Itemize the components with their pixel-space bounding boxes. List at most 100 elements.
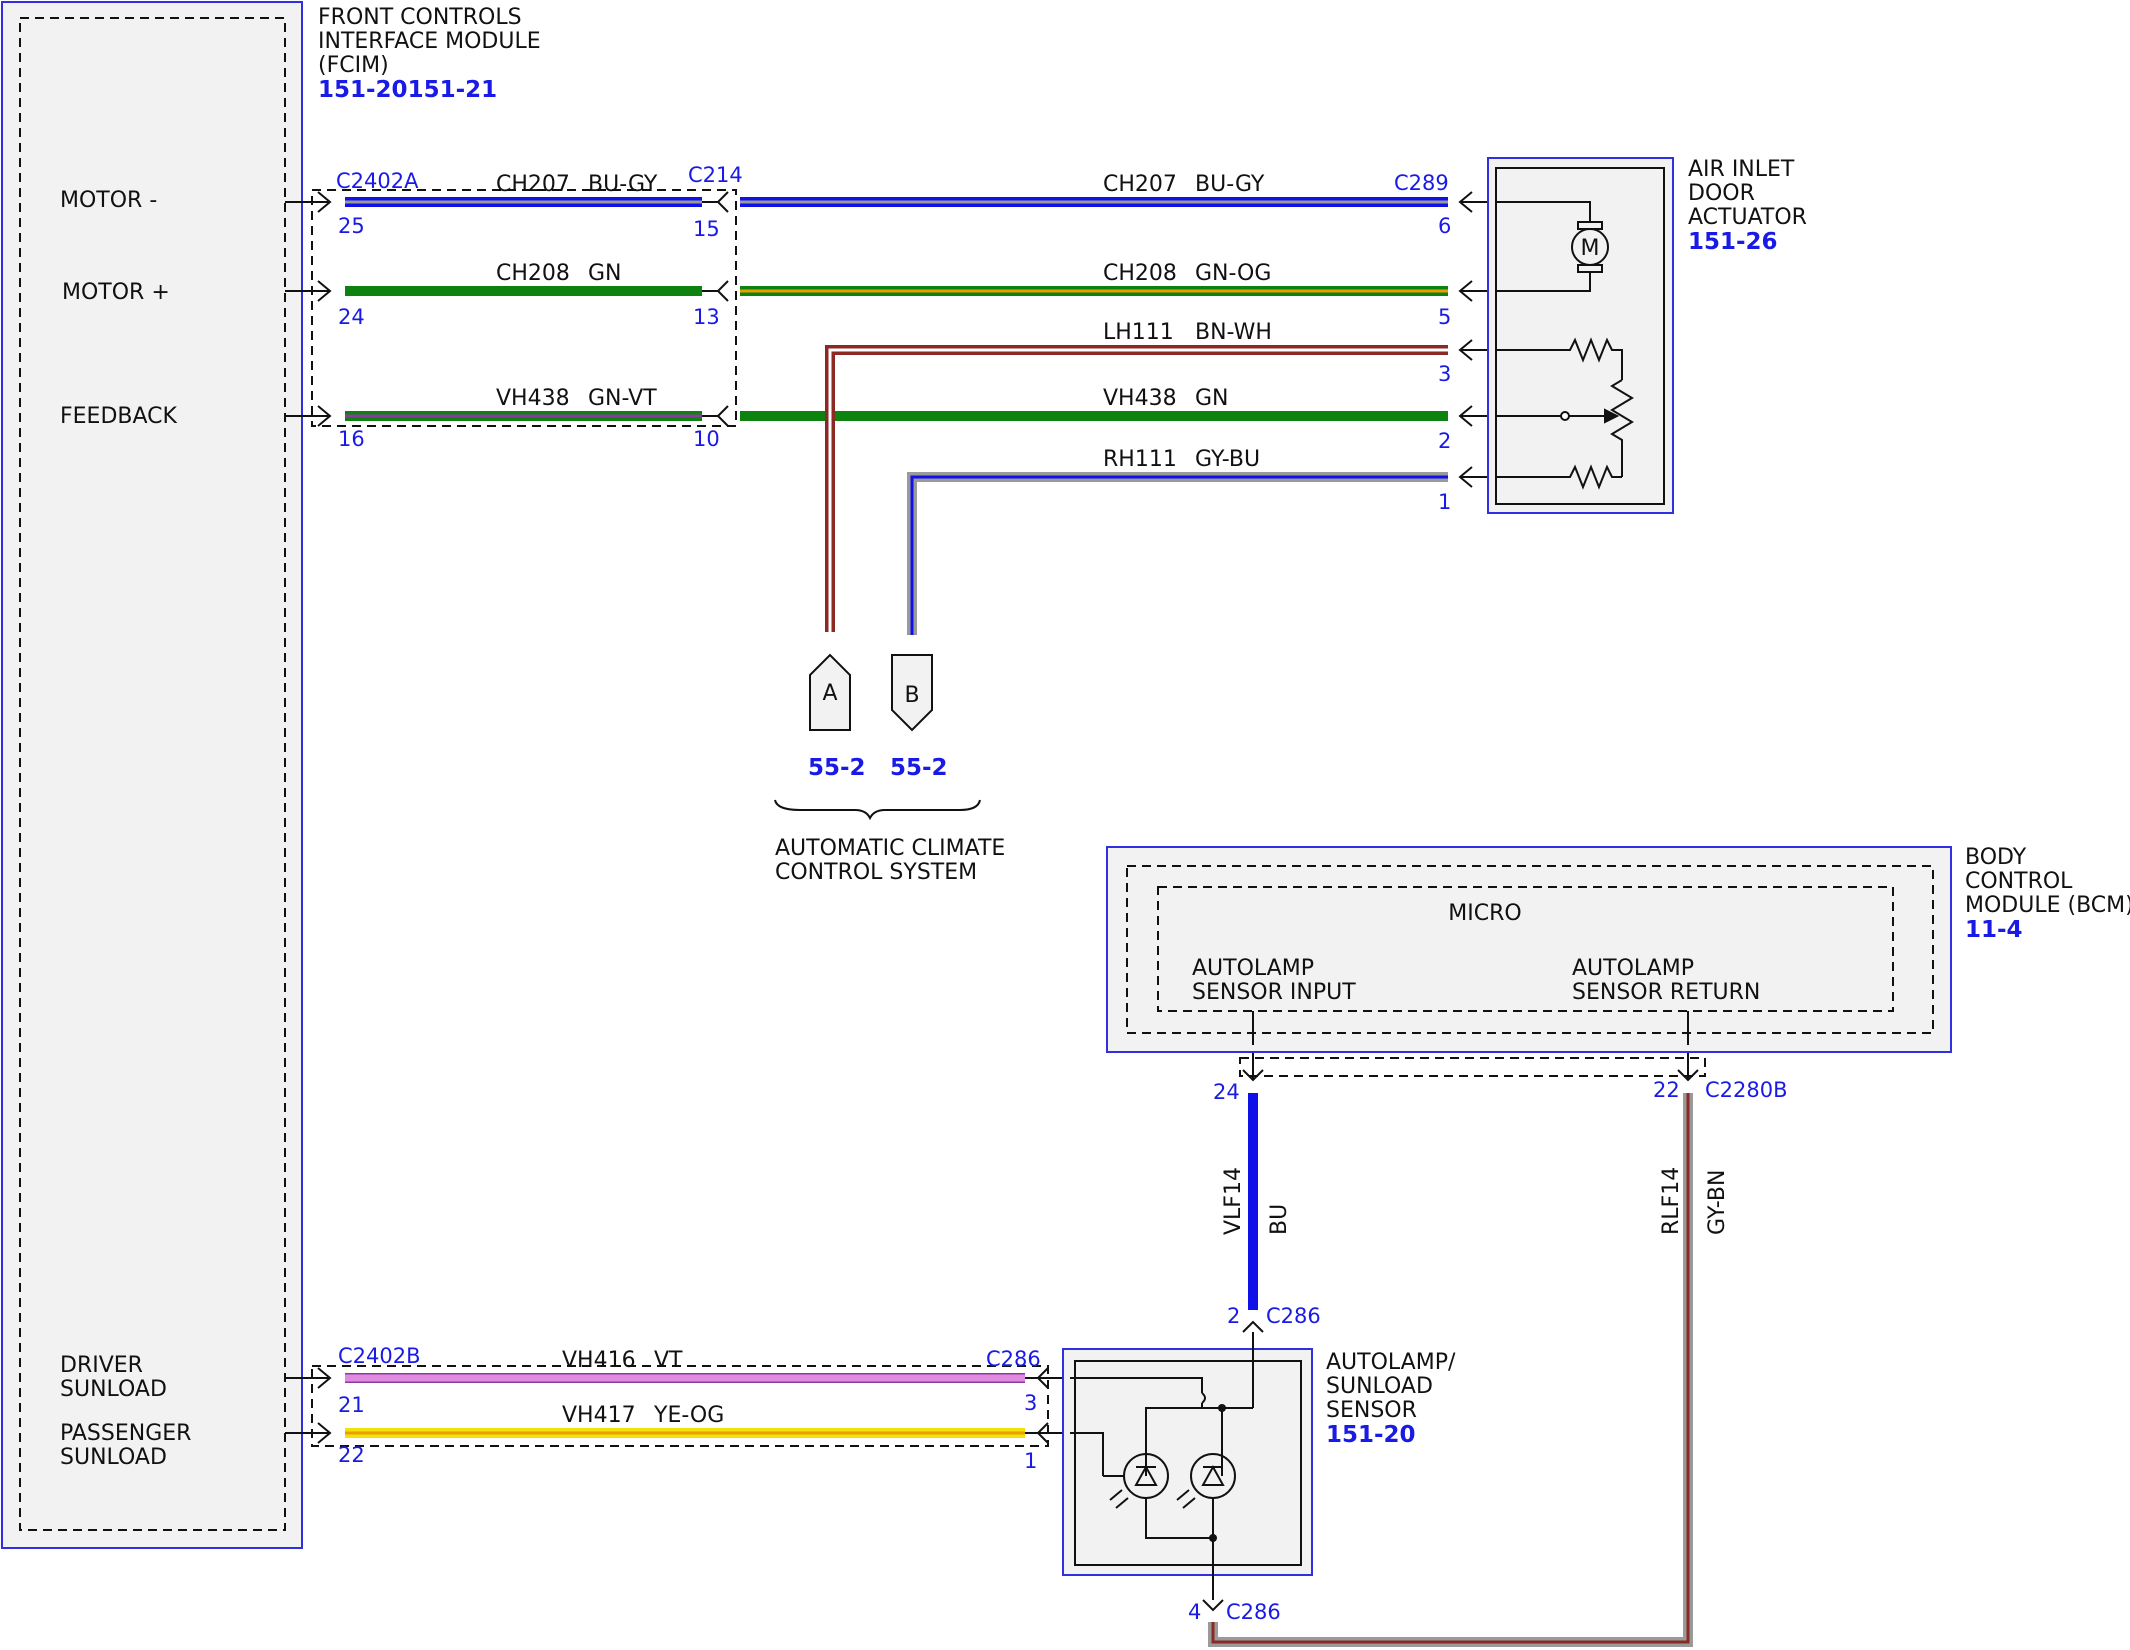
bcm-return-line-1: AUTOLAMP: [1572, 956, 1694, 981]
connector-c2402b[interactable]: C2402B: [338, 1344, 421, 1368]
pin-2-c289: 2: [1438, 429, 1451, 453]
connector-c286-bottom[interactable]: C286: [1226, 1600, 1281, 1624]
acc-ref-b[interactable]: 55-2: [890, 755, 948, 781]
light-rays-icon: [1109, 1489, 1196, 1509]
pin-3-c289: 3: [1438, 362, 1451, 386]
circuit-ch208-left-color: GN: [588, 261, 622, 286]
pin-label-motor-plus: MOTOR +: [62, 280, 170, 305]
flag-a-label: A: [822, 681, 837, 706]
actuator-module: [1487, 157, 1674, 514]
circuit-lh111-color: BN-WH: [1195, 320, 1272, 345]
circuit-rlf14-color: GY-BN: [1705, 1170, 1730, 1235]
pin-2-c286: 2: [1227, 1304, 1240, 1328]
pin-6: 6: [1438, 214, 1451, 238]
pin-3-c286: 3: [1024, 1391, 1037, 1415]
pin-22-bcm: 22: [1653, 1078, 1680, 1102]
bcm-return-line-2: SENSOR RETURN: [1572, 980, 1760, 1005]
pin-1-c289: 1: [1438, 490, 1451, 514]
circuit-rlf14-id: RLF14: [1659, 1167, 1684, 1235]
bcm-input-line-1: AUTOLAMP: [1192, 956, 1314, 981]
sensor-name-line-2: SUNLOAD: [1326, 1374, 1433, 1399]
bcm-name-line-2: CONTROL: [1965, 869, 2073, 894]
connector-c2280b[interactable]: C2280B: [1705, 1078, 1788, 1102]
connector-c286-right[interactable]: C286: [986, 1347, 1041, 1371]
circuit-vh417-id: VH417: [562, 1403, 636, 1428]
circuit-ch207-left-color: BU-GY: [588, 172, 658, 197]
fcim-name-line-3: (FCIM): [318, 53, 389, 78]
pin-16: 16: [338, 427, 365, 451]
bcm-micro-label: MICRO: [1448, 901, 1521, 926]
circuit-vh438-right-color: GN: [1195, 386, 1229, 411]
wire-rlf14[interactable]: [1208, 1093, 1693, 1647]
sensor-name-line-1: AUTOLAMP/: [1326, 1350, 1456, 1375]
sensor-circuit: [1070, 1332, 1254, 1600]
pin-24-c2402a: 24: [338, 305, 365, 329]
wire-rh111[interactable]: [907, 472, 1448, 635]
circuit-ch207-right-id: CH207: [1103, 172, 1177, 197]
circuit-ch208-left-id: CH208: [496, 261, 570, 286]
bcm-ref[interactable]: 11-4: [1965, 917, 2023, 943]
sensor-ref[interactable]: 151-20: [1326, 1422, 1416, 1448]
pin-24-bcm: 24: [1213, 1080, 1240, 1104]
sensor-module: [1062, 1348, 1313, 1576]
fcim-name-line-2: INTERFACE MODULE: [318, 29, 541, 54]
circuit-ch208-right-id: CH208: [1103, 261, 1177, 286]
circuit-ch208-right-color: GN-OG: [1195, 261, 1271, 286]
pin-4-c286: 4: [1188, 1600, 1201, 1624]
pin-label-passenger-sunload-2: SUNLOAD: [60, 1445, 167, 1470]
circuit-vh417-color: YE-OG: [653, 1403, 724, 1428]
pin-label-driver-sunload-1: DRIVER: [60, 1353, 143, 1378]
connector-c286-top[interactable]: C286: [1266, 1304, 1321, 1328]
pin-13: 13: [693, 305, 720, 329]
fcim-name-line-1: FRONT CONTROLS: [318, 5, 522, 30]
fcim-pin-stubs: [285, 201, 330, 1434]
acc-system-line-2: CONTROL SYSTEM: [775, 860, 977, 885]
wire-lh111[interactable]: [825, 345, 1448, 632]
pin-10: 10: [693, 427, 720, 451]
bcm-name-line-1: BODY: [1965, 845, 2027, 870]
circuit-ch207-left-id: CH207: [496, 172, 570, 197]
circuit-vlf14-color: BU: [1267, 1204, 1292, 1235]
bcm-module: [1106, 846, 1952, 1053]
sensor-junction-top: [1218, 1404, 1226, 1412]
bcm-input-line-2: SENSOR INPUT: [1192, 980, 1356, 1005]
pin-22-c2402b: 22: [338, 1443, 365, 1467]
pin-5: 5: [1438, 305, 1451, 329]
motor-letter: M: [1581, 236, 1600, 261]
connector-c2402a[interactable]: C2402A: [336, 169, 419, 193]
bcm-name-line-3: MODULE (BCM): [1965, 893, 2130, 918]
bcm-internal-leads: [1252, 1011, 1689, 1045]
circuit-vh416-color: VT: [654, 1348, 683, 1373]
actuator-name-line-2: DOOR: [1688, 181, 1755, 206]
circuit-vh438-left-color: GN-VT: [588, 386, 657, 411]
circuit-vlf14-id: VLF14: [1221, 1167, 1246, 1235]
actuator-ref[interactable]: 151-26: [1688, 229, 1778, 255]
pin-label-feedback: FEEDBACK: [60, 404, 178, 429]
connector-c214[interactable]: C214: [688, 163, 743, 187]
circuit-ch207-right-color: BU-GY: [1195, 172, 1265, 197]
fcim-module: [1, 1, 303, 1549]
connector-c289[interactable]: C289: [1394, 171, 1449, 195]
flag-a-icon[interactable]: [809, 653, 851, 731]
pin-21: 21: [338, 1393, 365, 1417]
actuator-name-line-3: ACTUATOR: [1688, 205, 1807, 230]
circuit-rh111-color: GY-BU: [1195, 447, 1260, 472]
pin-label-motor-minus: MOTOR -: [60, 188, 157, 213]
pin-label-passenger-sunload-1: PASSENGER: [60, 1421, 191, 1446]
acc-brace: [774, 799, 981, 821]
flag-b-label: B: [904, 683, 919, 708]
flag-b-icon[interactable]: [891, 654, 933, 732]
potentiometer-icon: [1495, 337, 1634, 490]
acc-system-line-1: AUTOMATIC CLIMATE: [775, 836, 1005, 861]
sensor-junction-bottom: [1209, 1534, 1217, 1542]
motor-icon: [1495, 201, 1609, 292]
circuit-vh438-right-id: VH438: [1103, 386, 1177, 411]
fcim-ref[interactable]: 151-20151-21: [318, 77, 497, 103]
connector-outlines: [311, 189, 1706, 1447]
acc-ref-a[interactable]: 55-2: [808, 755, 866, 781]
pin-label-driver-sunload-2: SUNLOAD: [60, 1377, 167, 1402]
pin-1-c286: 1: [1024, 1449, 1037, 1473]
circuit-lh111-id: LH111: [1103, 320, 1174, 345]
sensor-name-line-3: SENSOR: [1326, 1398, 1417, 1423]
